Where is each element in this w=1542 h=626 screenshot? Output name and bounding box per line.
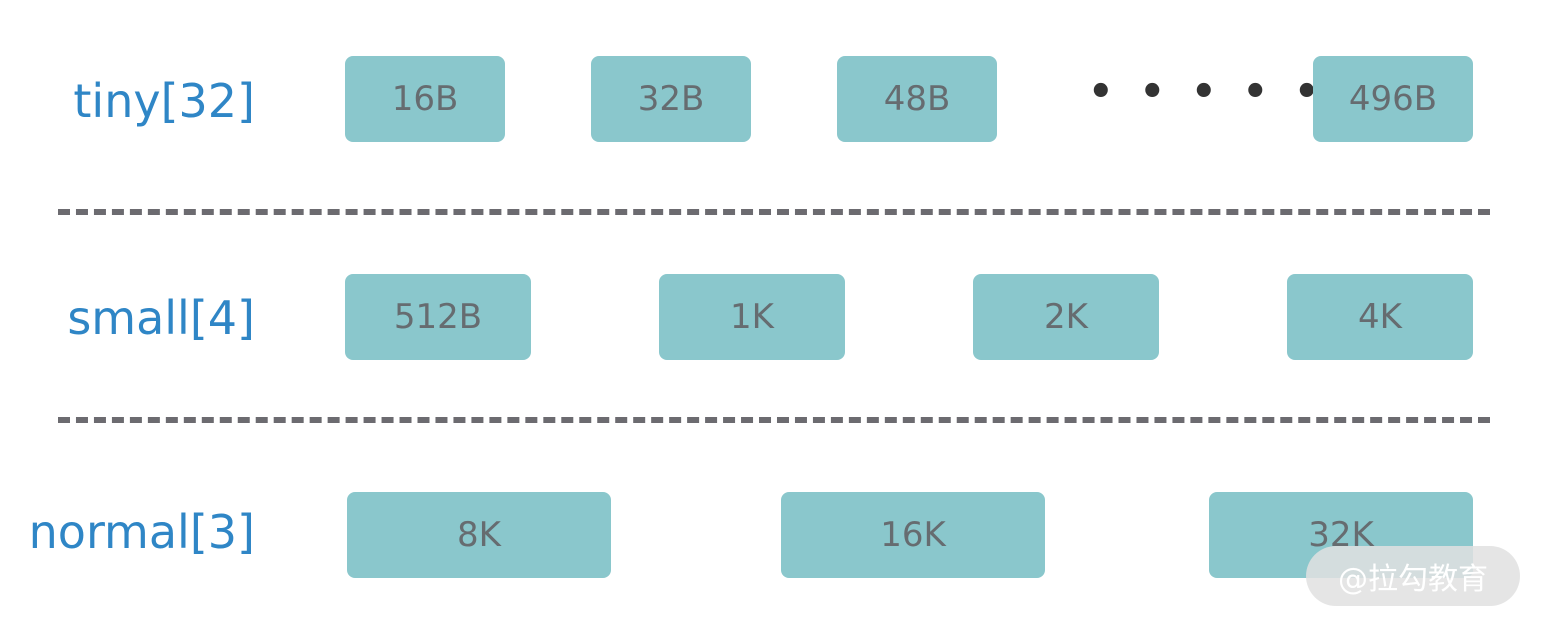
watermark-badge: @拉勾教育 bbox=[1306, 546, 1520, 606]
dashed-divider-1 bbox=[58, 209, 1490, 215]
block-normal-8k: 8K bbox=[347, 492, 611, 578]
block-small-1k: 1K bbox=[659, 274, 845, 360]
block-tiny-16b: 16B bbox=[345, 56, 505, 142]
block-tiny-32b: 32B bbox=[591, 56, 751, 142]
block-normal-16k: 16K bbox=[781, 492, 1045, 578]
row-label-tiny: tiny[32] bbox=[73, 74, 255, 128]
row-label-small: small[4] bbox=[67, 291, 255, 345]
block-small-4k: 4K bbox=[1287, 274, 1473, 360]
row-label-normal: normal[3] bbox=[28, 505, 255, 559]
block-small-512b: 512B bbox=[345, 274, 531, 360]
block-small-2k: 2K bbox=[973, 274, 1159, 360]
block-tiny-48b: 48B bbox=[837, 56, 997, 142]
block-tiny-496b: 496B bbox=[1313, 56, 1473, 142]
dashed-divider-2 bbox=[58, 417, 1490, 423]
